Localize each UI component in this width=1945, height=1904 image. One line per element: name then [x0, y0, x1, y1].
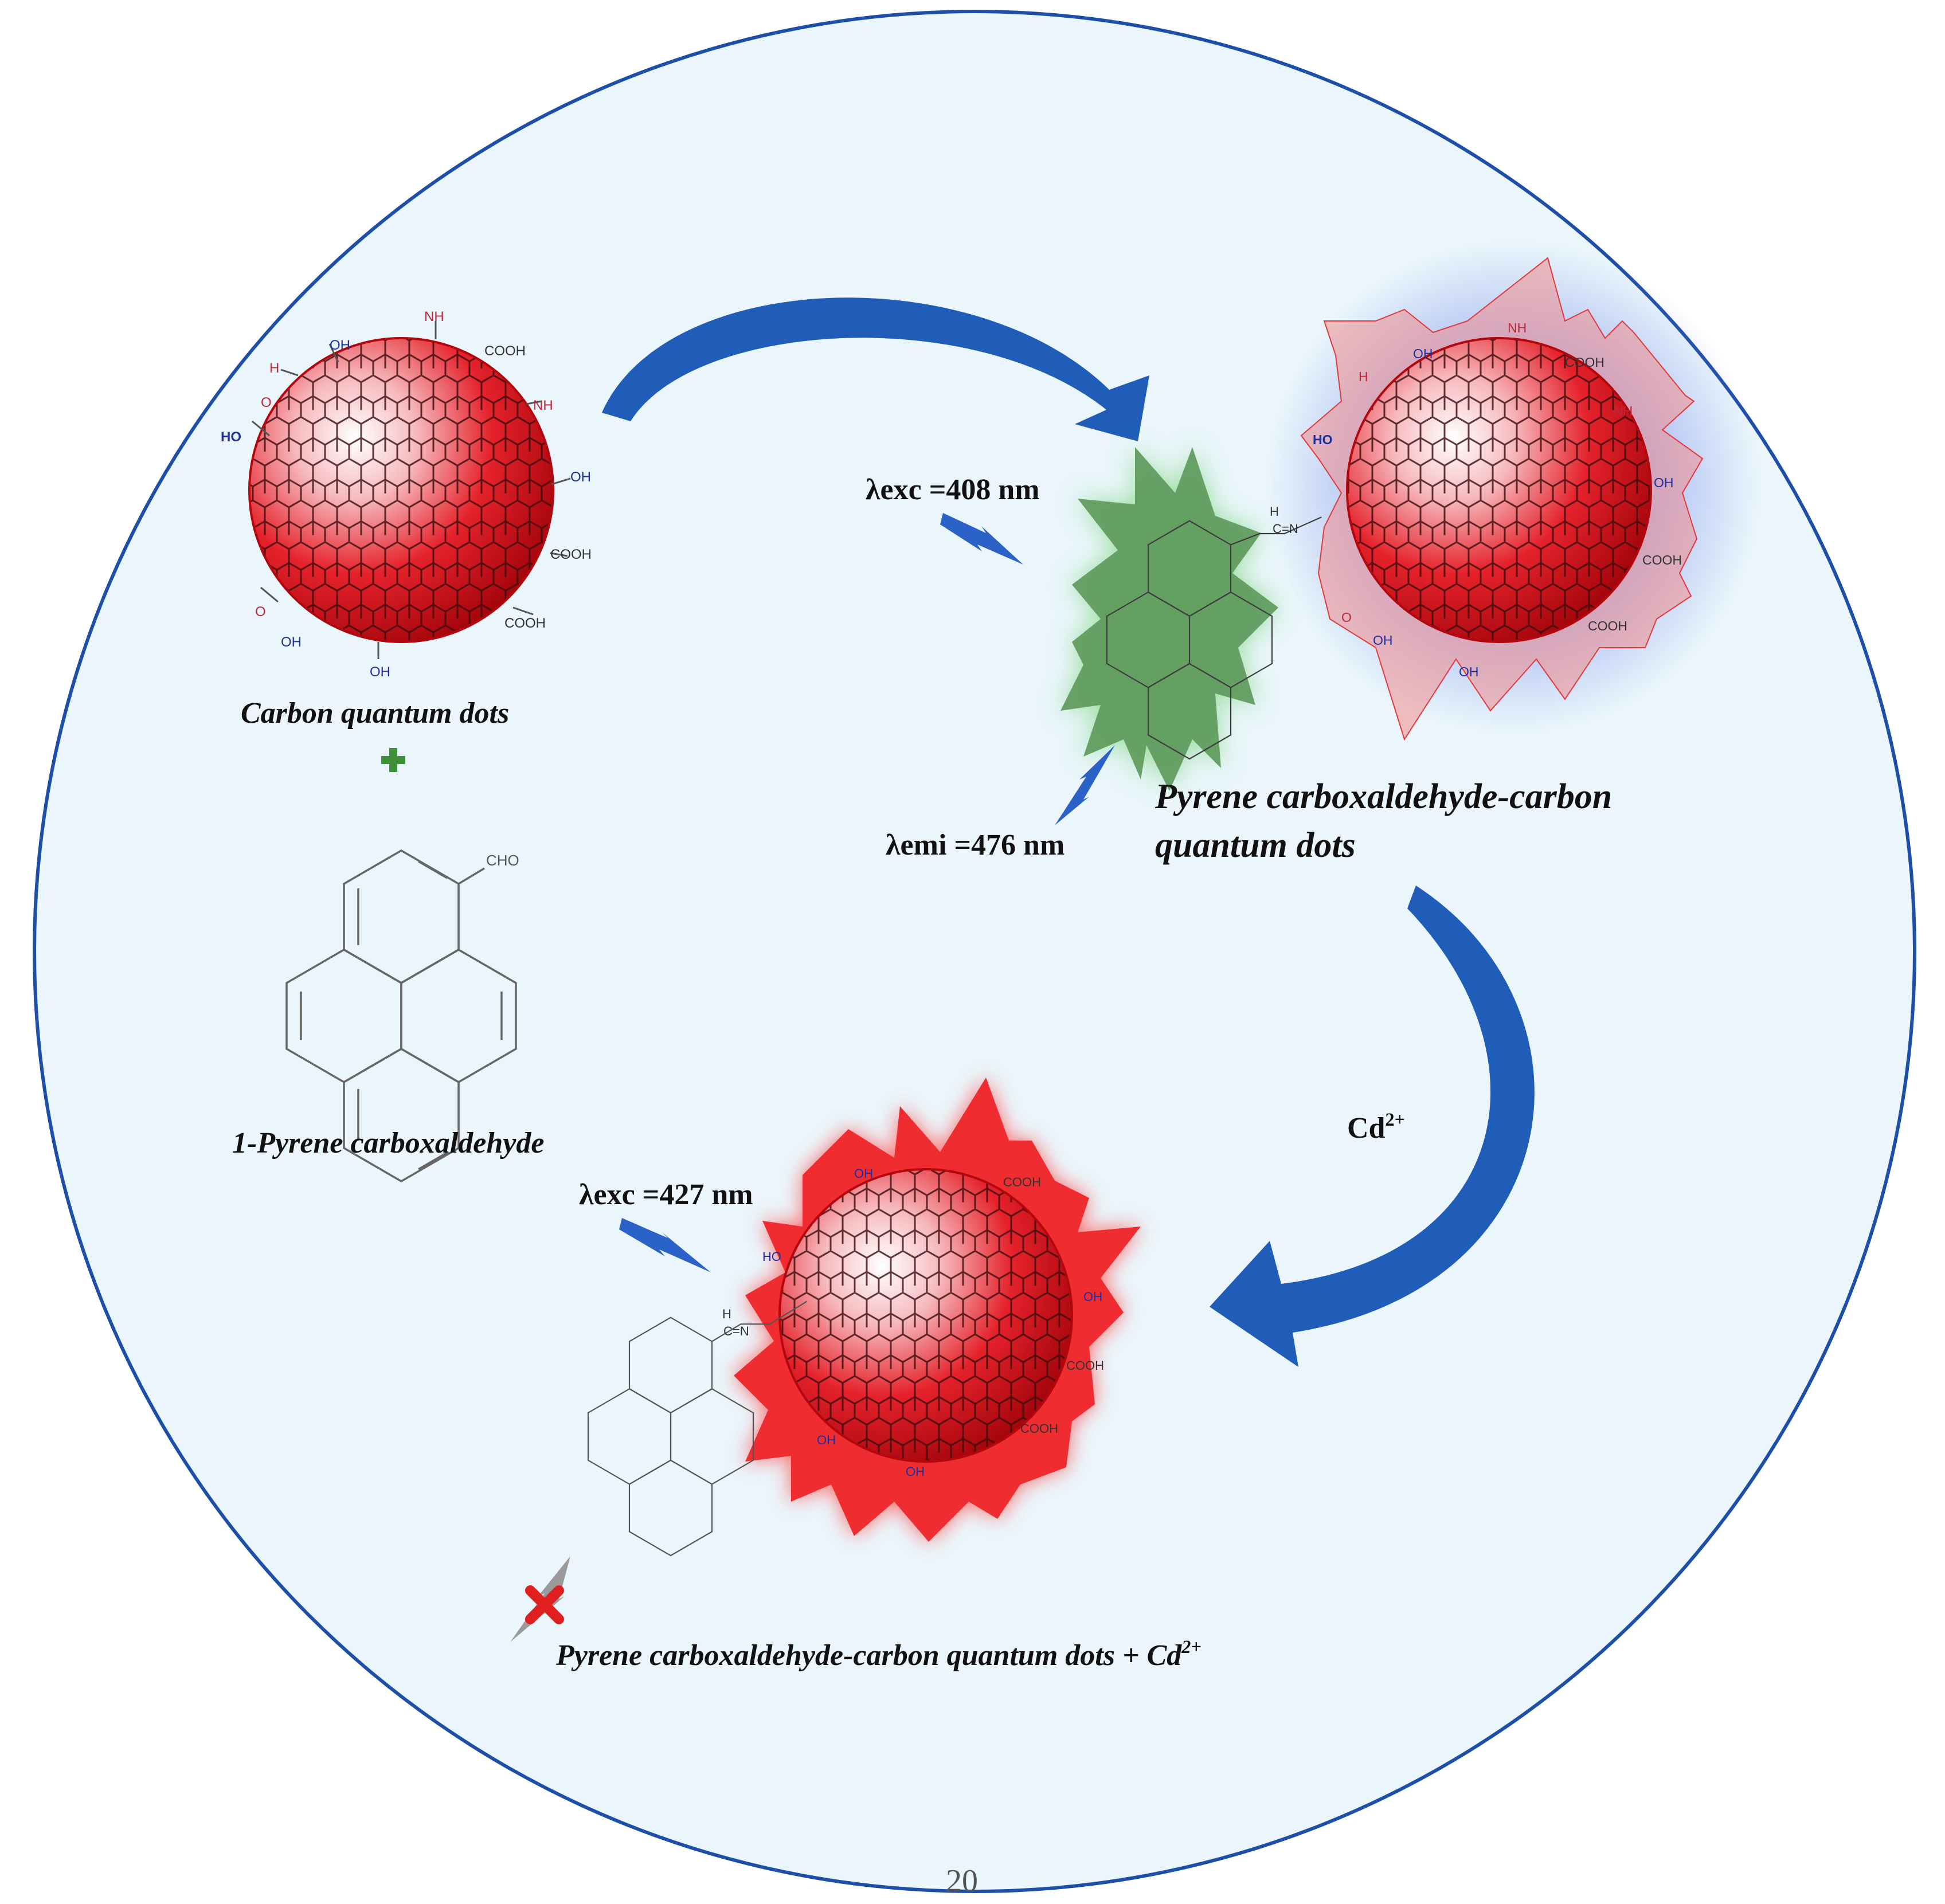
group-oh-left: OH: [281, 634, 302, 650]
lightning-icon-exc1: [940, 513, 1023, 565]
pcqd-group-o-left: O: [1341, 610, 1352, 625]
group-nh2-right: NH: [533, 398, 553, 413]
label-pyrene-carboxaldehyde: 1-Pyrene carboxaldehyde: [232, 1127, 545, 1159]
pcqd-group-cooh-bottom: COOH: [1588, 618, 1627, 633]
group-cn-top: C=N: [1273, 522, 1298, 536]
group-oh-bottom: OH: [370, 664, 390, 680]
group-oh-top: OH: [330, 338, 350, 353]
complex-functional-groups: OH COOH OH COOH COOH OH HO OH: [762, 1166, 1104, 1479]
group-nh2-top: NH: [424, 309, 444, 324]
group-ho-left: HO: [221, 429, 241, 445]
label-carbon-quantum-dots: Carbon quantum dots: [241, 697, 510, 730]
pcqd-group-cooh-top: COOH: [1565, 355, 1604, 370]
complex-sphere: [778, 1168, 1073, 1463]
label-pcqd-line2: quantum dots: [1155, 826, 1356, 865]
pcqd-group-oh-bottom: OH: [1459, 664, 1479, 679]
lightning-icon-emi1: [1055, 745, 1115, 825]
cx-group-cooh-right: COOH: [1066, 1358, 1104, 1373]
pcqd-sphere: [1346, 337, 1652, 643]
cx-group-oh-right: OH: [1083, 1290, 1102, 1304]
cx-group-cooh-bottom: COOH: [1020, 1421, 1058, 1436]
label-emission-476: λemi =476 nm: [886, 829, 1065, 861]
label-cadmium-ion: Cd2+: [1347, 1109, 1405, 1145]
pcqd-group-nh2-top: NH: [1508, 320, 1527, 335]
group-h-top: H: [1270, 504, 1279, 519]
pcqd-group-oh-top: OH: [1413, 346, 1433, 361]
pcqd-group-ho-left: HO: [1313, 432, 1333, 447]
green-starburst: H C=N: [1060, 447, 1322, 791]
group-cooh-bottom: COOH: [504, 616, 546, 631]
pcqd-functional-groups: NH OH H COOH NH OH COOH COOH OH O OH HO: [1313, 320, 1682, 679]
complex-group-cn: C=N: [723, 1324, 749, 1338]
complex-pyrene: [587, 1300, 808, 1557]
label-excitation-427: λexc =427 nm: [579, 1178, 753, 1211]
label-pcqd-line1: Pyrene carboxaldehyde-carbon: [1155, 777, 1613, 816]
pcqd-group-oh-right: OH: [1654, 475, 1674, 490]
group-oh-right: OH: [570, 469, 591, 485]
group-o-left: O: [255, 604, 266, 620]
pcqd-group-oh-left: OH: [1373, 633, 1393, 648]
pyrene-molecule: CHO: [285, 849, 519, 1183]
cross-icon: [525, 1585, 564, 1624]
pcqd-group-cooh-right: COOH: [1642, 553, 1682, 567]
page-number: 20: [946, 1863, 978, 1899]
group-h2n-top: H: [269, 361, 279, 376]
complex-group-h: H: [722, 1307, 731, 1321]
cx-group-ho-left: HO: [762, 1249, 781, 1264]
cx-group-oh-top: OH: [854, 1166, 873, 1181]
arrow-top: [602, 297, 1149, 441]
cx-group-cooh-top: COOH: [1003, 1175, 1041, 1189]
carbon-quantum-dot-sphere: [248, 337, 554, 643]
cx-group-oh-bottom: OH: [906, 1464, 925, 1479]
cx-group-oh-left: OH: [817, 1433, 836, 1447]
label-excitation-408: λexc =408 nm: [866, 473, 1040, 506]
lightning-icon-exc2: [619, 1218, 711, 1272]
pcqd-group-h2n: H: [1359, 369, 1368, 384]
cqd-functional-groups: NH OH H COOH NH OH COOH COOH OH O OH O H…: [221, 309, 592, 680]
arrow-right: [1210, 886, 1535, 1367]
lightning-icon-blocked: [510, 1556, 570, 1642]
group-cooh-right: COOH: [550, 547, 592, 562]
pcqd-group-nh2-right: NH: [1614, 403, 1633, 418]
group-cho: CHO: [486, 852, 519, 869]
group-o-upper-left: O: [261, 395, 272, 410]
label-complex: Pyrene carboxaldehyde-carbon quantum dot…: [556, 1636, 1202, 1672]
plus-icon: [381, 748, 405, 772]
group-cooh-top: COOH: [484, 343, 526, 359]
